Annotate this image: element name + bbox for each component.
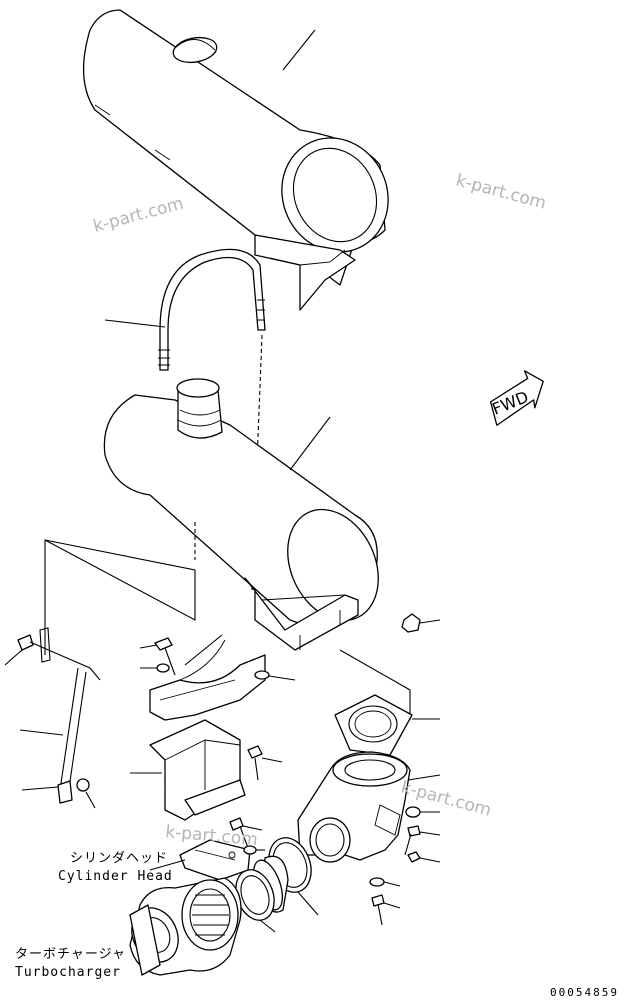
upper-bracket (149, 639, 266, 721)
cover-bracket (254, 234, 356, 311)
bracket-outline (44, 539, 411, 720)
watermark-1: k-part.com (91, 194, 186, 237)
leader-tube (104, 319, 166, 328)
washer-a (156, 663, 170, 673)
turbocharger-label-jp: ターボチャージャ (15, 947, 126, 962)
fwd-arrow-icon: FWD (489, 370, 544, 426)
bolt-lower (371, 894, 385, 926)
leader-washer-b (268, 675, 296, 681)
drain-tube (158, 248, 266, 371)
nut-top-right (401, 613, 421, 633)
cylinder-head-label-en: Cylinder Head (58, 869, 173, 884)
lower-bracket (149, 719, 246, 821)
gasket (334, 694, 413, 756)
nut-right (407, 851, 421, 863)
muffler (103, 378, 379, 627)
washer-right (405, 806, 421, 818)
leader-rod-clip (21, 786, 59, 791)
leader-muffler (289, 416, 331, 471)
turbocharger (129, 877, 242, 976)
drawing-code: 00054859 (550, 986, 619, 999)
turbocharger-label-en: Turbocharger (15, 965, 121, 980)
leader-clamp-ring (297, 891, 319, 916)
bolt-right-bracket (247, 745, 263, 781)
leader-nut-right (419, 857, 441, 863)
head-bracket (179, 839, 251, 881)
leader-washer-lower (383, 881, 401, 887)
leader-bolt-right-a (419, 831, 441, 836)
bolt-left-upper (154, 637, 176, 676)
muffler-cover (82, 9, 389, 286)
watermark-2: k-part.com (454, 171, 549, 214)
leader-v-band (259, 919, 276, 933)
leader-bolt-b (261, 757, 283, 763)
leader-cylinder-head (149, 859, 186, 871)
support-rod (17, 627, 101, 804)
leader-rod-nut (85, 791, 96, 809)
leader-nut-top (419, 619, 441, 624)
washer-lower (369, 877, 385, 887)
cylinder-head-label-jp: シリンダヘッド (70, 851, 168, 866)
exhaust-elbow (297, 751, 411, 863)
leader-bolt-lower (383, 902, 401, 909)
leader-bolt-a (139, 644, 158, 649)
leader-bolt-head (242, 825, 263, 831)
leader-elbow (407, 774, 441, 781)
washer-b (254, 670, 270, 680)
leader-upper-bracket (184, 634, 223, 666)
bolt-right-a (404, 825, 421, 856)
muffler-bracket (244, 577, 359, 651)
leader-rod-end (4, 649, 23, 666)
leader-cover (282, 29, 316, 71)
leader-rod (19, 729, 64, 736)
